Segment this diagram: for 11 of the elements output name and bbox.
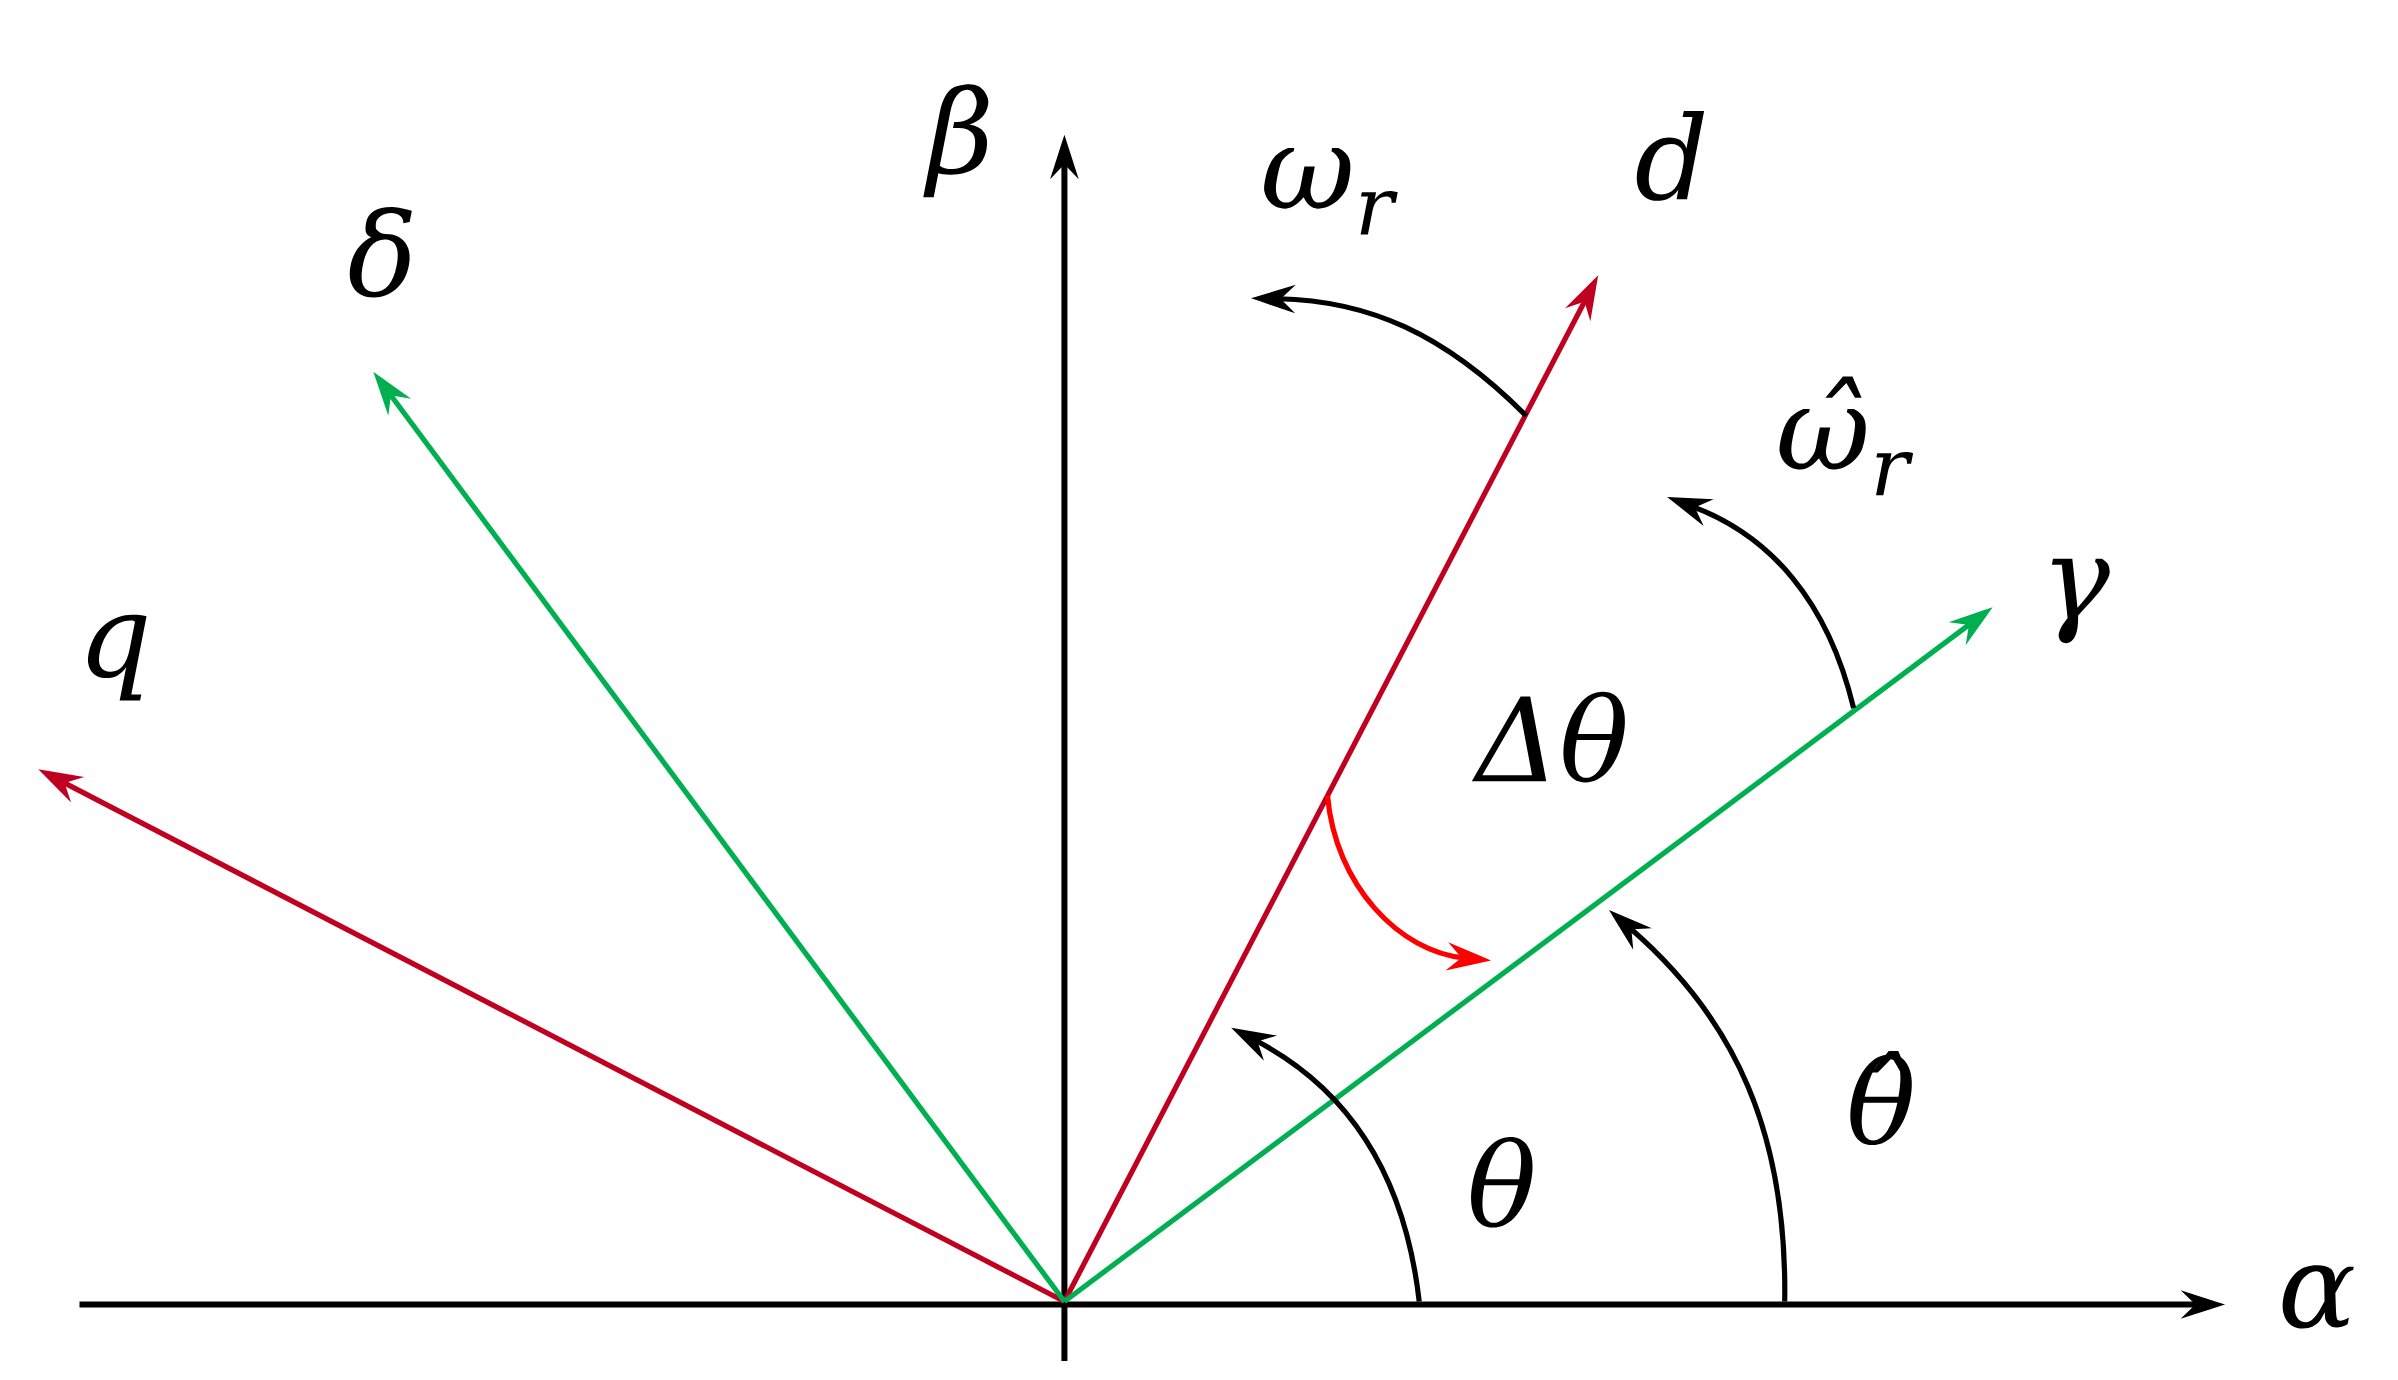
axis-label: γ [2051, 558, 2110, 644]
axis-label: ω̂$_{r}$ [1779, 376, 1914, 496]
axis-label: Δθ [1471, 691, 1625, 783]
axis-label: θ̂ [1850, 1051, 1912, 1146]
axis-label: β [923, 84, 989, 198]
axis-label: δ [349, 207, 412, 298]
axis-label: α [2282, 1265, 2354, 1329]
axis-label: ω$_{r}$ [1264, 148, 1398, 235]
axis-label: d [1636, 111, 1705, 201]
axis-label: q [87, 614, 147, 701]
axis-label: θ [1471, 1136, 1533, 1228]
